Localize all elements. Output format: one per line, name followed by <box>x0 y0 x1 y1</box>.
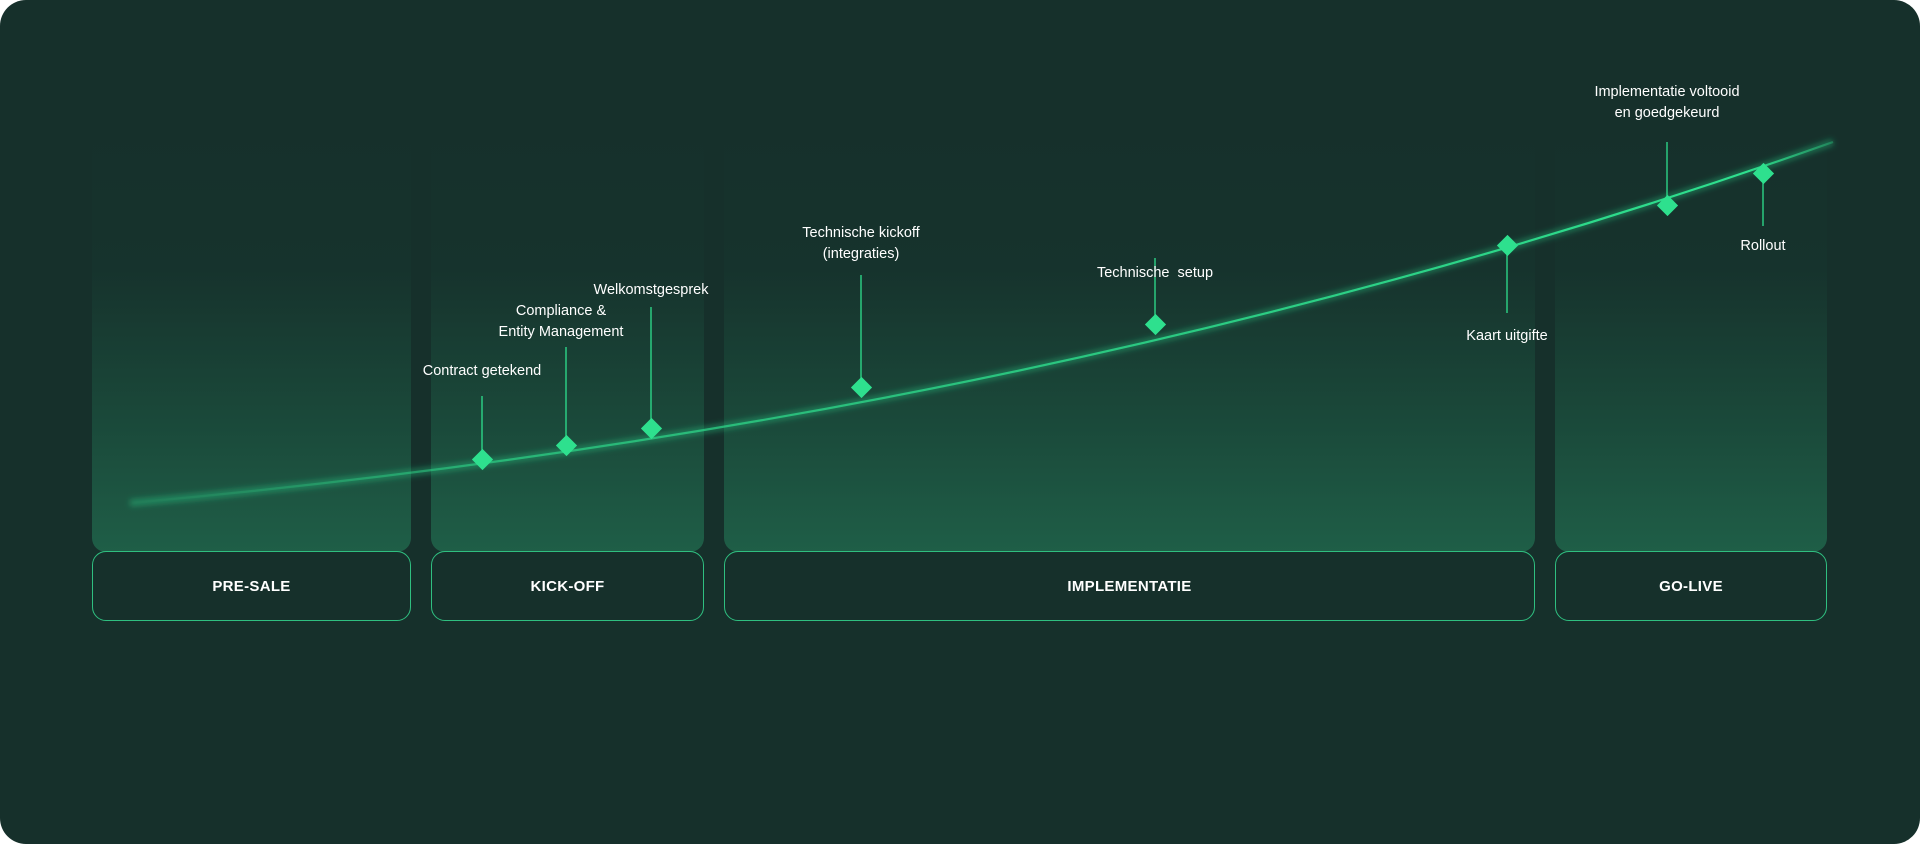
milestone-label-kaart-uitgifte: Kaart uitgifte <box>1447 326 1567 347</box>
phase-background-kick-off <box>431 120 704 552</box>
milestone-label-line: Entity Management <box>498 324 624 340</box>
milestone-diamond <box>555 434 578 457</box>
phase-label-text: IMPLEMENTATIE <box>1067 577 1192 595</box>
milestone-label-line: Contract getekend <box>422 363 542 379</box>
milestone-label-compliance: Compliance & Entity Management <box>471 301 651 343</box>
phase-label-text: KICK-OFF <box>530 577 605 595</box>
phase-label-text: PRE-SALE <box>212 577 291 595</box>
phase-implementatie: IMPLEMENTATIE <box>724 551 1535 621</box>
milestone-label-line: Rollout <box>1740 238 1786 254</box>
milestone-label-line: Technische kickoff <box>802 225 920 241</box>
milestone-label-welkomstgesprek: Welkomstgesprek <box>581 280 721 301</box>
phase-pre-sale: PRE-SALE <box>92 551 411 621</box>
milestone-label-line: Welkomstgesprek <box>593 282 709 298</box>
milestone-label-rollout: Rollout <box>1723 236 1803 257</box>
milestone-label-line: (integraties) <box>822 246 900 262</box>
milestone-diamond <box>850 376 873 399</box>
milestone-label-contract-getekend: Contract getekend <box>412 361 552 382</box>
milestone-diamond <box>640 417 663 440</box>
milestone-label-line: Implementatie voltooid <box>1594 84 1740 100</box>
milestone-label-line: Compliance & <box>515 303 607 319</box>
timeline-path <box>129 140 1834 505</box>
milestone-label-line: Kaart uitgifte <box>1466 328 1548 344</box>
milestone-label-technische-setup: Technische setup <box>1080 221 1230 326</box>
phase-kick-off: KICK-OFF <box>431 551 704 621</box>
milestone-label-line: Technische setup <box>1096 265 1214 281</box>
phase-go-live: GO-LIVE <box>1555 551 1827 621</box>
phase-background-implementatie <box>724 120 1535 552</box>
milestone-label-line: en goedgekeurd <box>1614 105 1720 121</box>
phase-label-text: GO-LIVE <box>1659 577 1723 595</box>
milestone-label-technische-kickoff: Technische kickoff (integraties) <box>776 223 946 265</box>
milestone-label-implementatie-voltooid: Implementatie voltooid en goedgekeurd <box>1577 82 1757 124</box>
